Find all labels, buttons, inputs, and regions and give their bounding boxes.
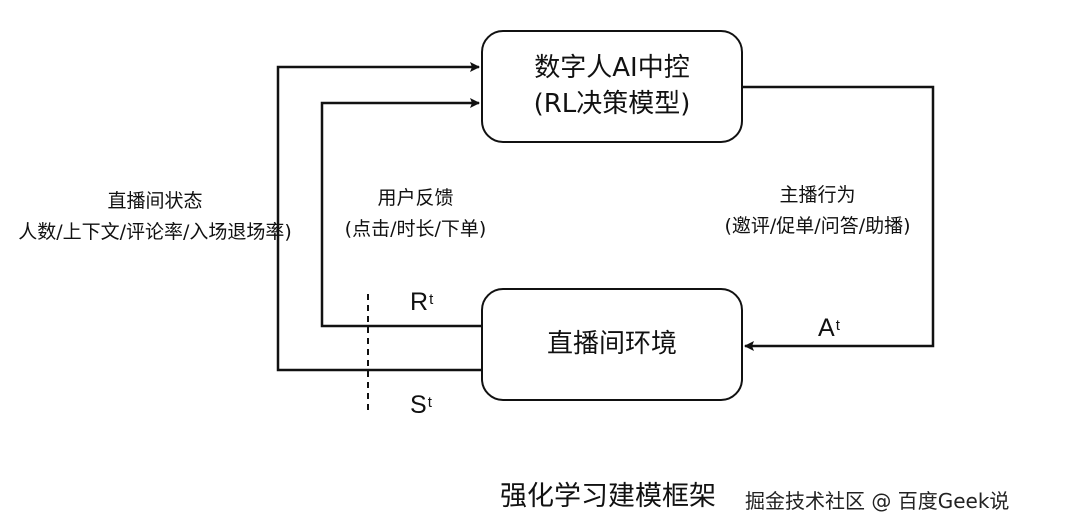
action-symbol-letter: A (818, 314, 835, 342)
watermark: 掘金技术社区 @ 百度Geek说 (745, 489, 1010, 513)
state-label-detail: 人数/上下文/评论率/入场退场率) (18, 221, 292, 244)
action-label-detail: (邀评/促单/问答/助播) (724, 215, 911, 238)
reward-arrow (320, 98, 481, 328)
reward-symbol: Rt (410, 288, 433, 317)
action-label: 主播行为 (邀评/促单/问答/助播) (705, 180, 930, 243)
action-arrow (743, 85, 935, 351)
feedback-label: 用户反馈 (点击/时长/下单) (333, 183, 498, 246)
state-symbol-subscript: t (427, 394, 432, 411)
environment-title: 直播间环境 (546, 328, 677, 359)
reward-symbol-subscript: t (429, 291, 434, 308)
state-label-title: 直播间状态 (107, 190, 203, 212)
action-symbol: At (818, 314, 840, 343)
state-label: 直播间状态 人数/上下文/评论率/入场退场率) (0, 186, 320, 249)
feedback-label-detail: (点击/时长/下单) (344, 218, 487, 241)
action-symbol-subscript: t (835, 317, 840, 334)
state-arrow (276, 62, 481, 372)
state-symbol: St (410, 391, 432, 420)
environment-box: 直播间环境 (481, 288, 743, 401)
feedback-label-title: 用户反馈 (377, 187, 454, 209)
reward-symbol-letter: R (410, 288, 429, 316)
agent-subtitle: (RL决策模型) (533, 88, 691, 119)
state-symbol-letter: S (410, 391, 427, 419)
diagram-title: 强化学习建模框架 (500, 481, 716, 512)
agent-title: 数字人AI中控 (534, 53, 690, 84)
action-label-title: 主播行为 (779, 184, 856, 206)
agent-box: 数字人AI中控 (RL决策模型) (481, 30, 743, 143)
